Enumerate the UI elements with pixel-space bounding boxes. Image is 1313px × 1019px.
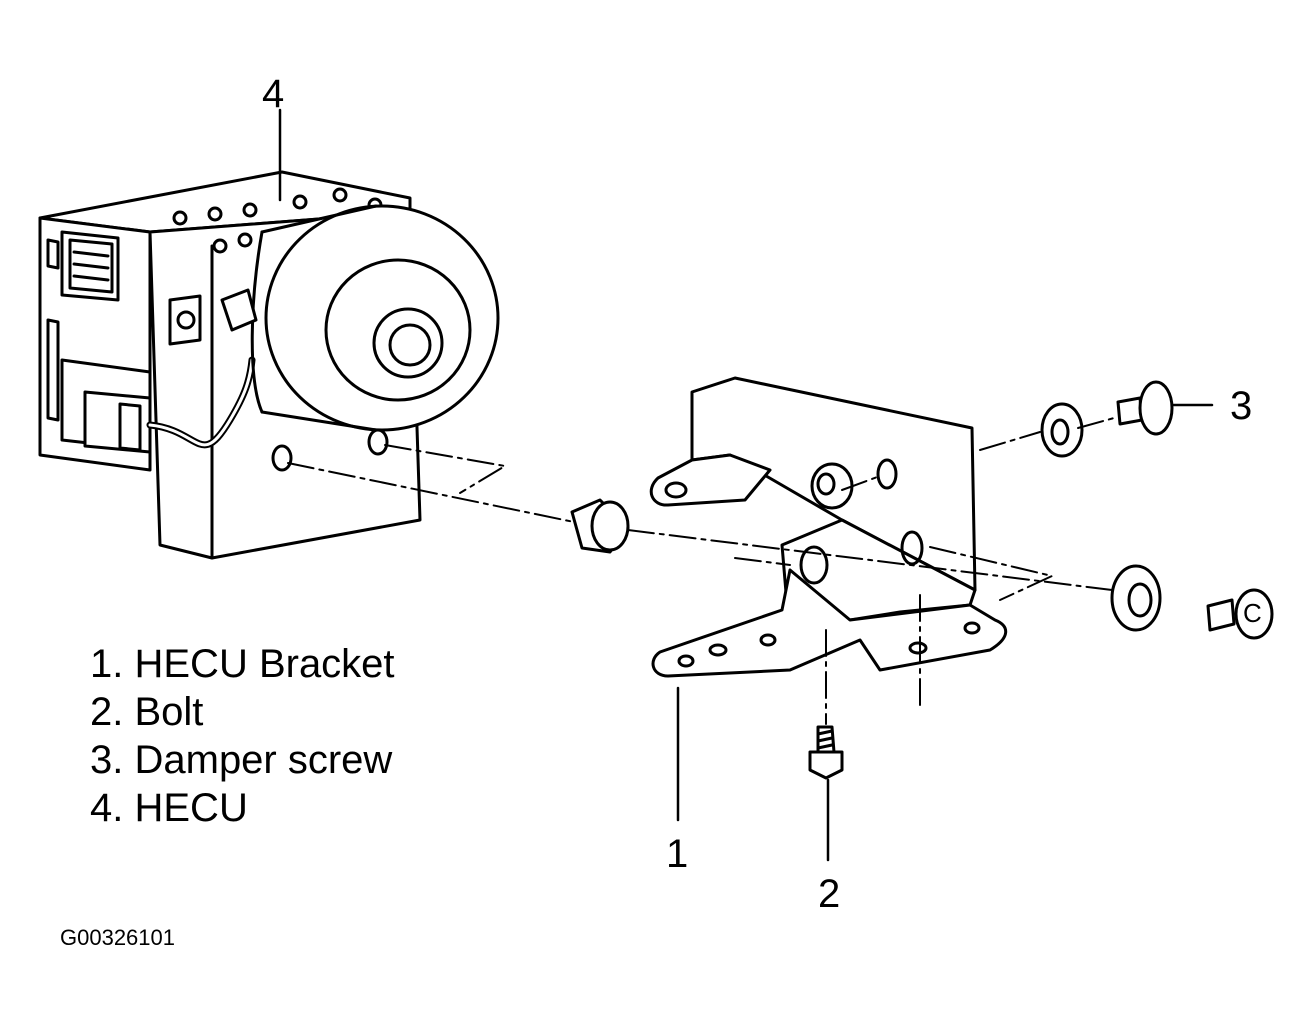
- callout-bracket: 1: [666, 832, 689, 876]
- callout-hecu: 4: [262, 72, 285, 116]
- callout-bolt: 2: [818, 872, 841, 916]
- damper-screw-upper: [1116, 380, 1174, 436]
- washer-upper: [1040, 402, 1084, 458]
- damper-nut: [810, 462, 854, 510]
- parts-legend: 1. HECU Bracket 2. Bolt 3. Damper screw …: [90, 640, 395, 832]
- hecu-unit: [38, 170, 500, 560]
- legend-item: 2. Bolt: [90, 690, 204, 734]
- washer-lower: [1110, 564, 1162, 632]
- legend-item: 3. Damper screw: [90, 738, 393, 782]
- hecu-bracket: [649, 376, 1008, 678]
- leader-lines: [278, 108, 1214, 862]
- legend-item: 4. HECU: [90, 786, 248, 830]
- figure-id: G00326101: [60, 925, 175, 950]
- rubber-damper-left: [570, 498, 630, 554]
- bolt: [808, 725, 844, 780]
- cut-marker-label: C: [1243, 598, 1262, 628]
- callout-damper-screw: 3: [1230, 384, 1253, 428]
- damper-screw-lower: [1206, 588, 1274, 640]
- center-lines: [287, 417, 1115, 725]
- legend-item: 1. HECU Bracket: [90, 642, 395, 686]
